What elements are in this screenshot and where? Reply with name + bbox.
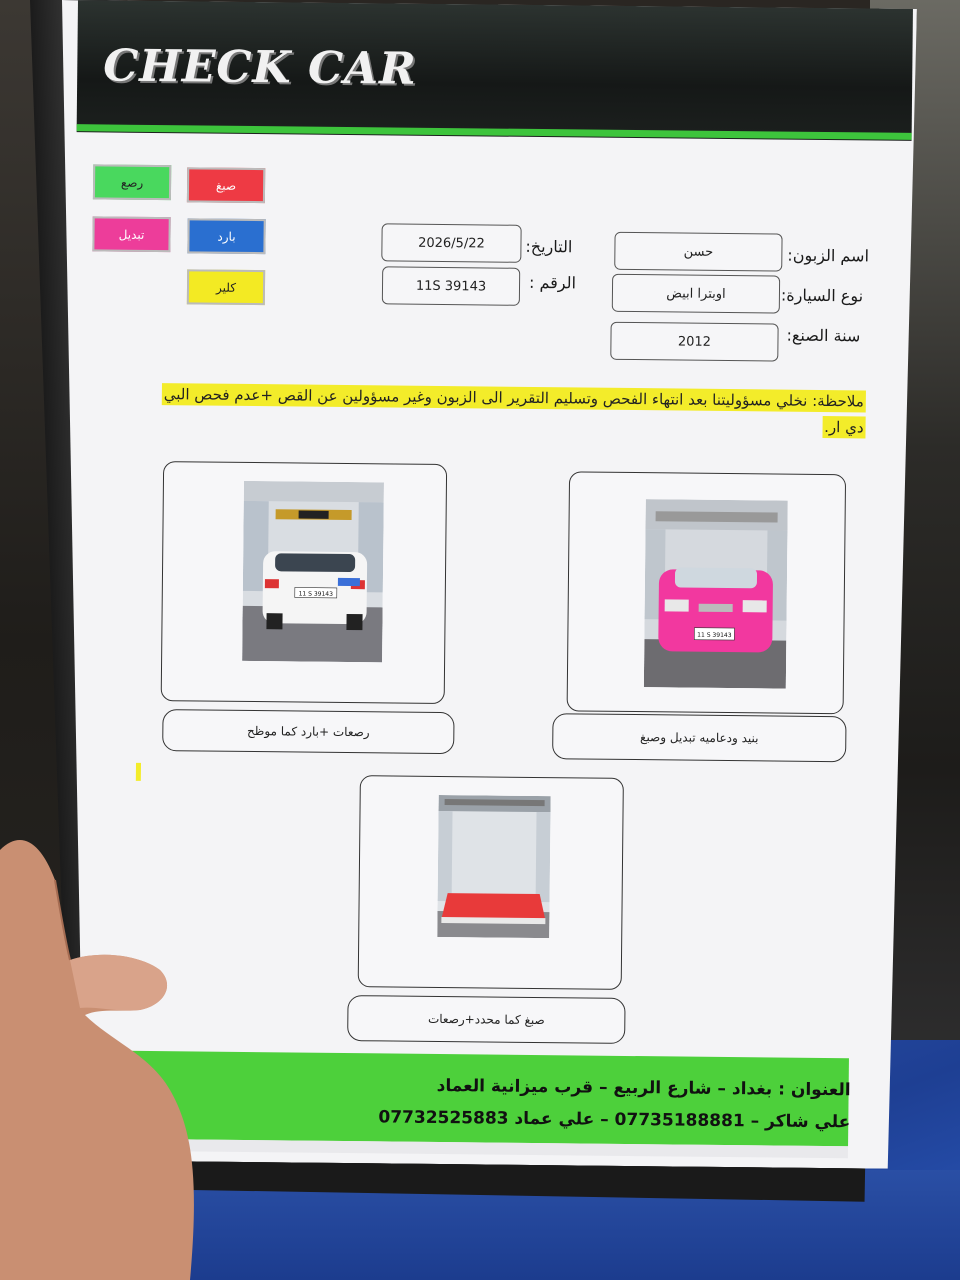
customer-label: اسم الزبون: bbox=[787, 245, 870, 266]
photo-car-front: 11 S 39143 bbox=[644, 499, 788, 688]
date-label: التاريخ: bbox=[525, 236, 573, 257]
caption-roof: صبغ كما محدد+رصعات bbox=[347, 995, 625, 1044]
photo-card-rear: 11 S 39143 bbox=[161, 461, 447, 704]
legend-paint: صبغ bbox=[187, 167, 265, 203]
legend-replace: تبديل bbox=[92, 216, 170, 252]
hand bbox=[0, 840, 194, 1280]
photo-card-roof bbox=[358, 775, 624, 990]
date-field: 2026/5/22 bbox=[381, 223, 521, 262]
highlight-mark bbox=[136, 763, 141, 781]
photo-car-rear: 11 S 39143 bbox=[242, 481, 384, 662]
year-field: 2012 bbox=[610, 322, 778, 362]
note-line-1: ملاحظة: نخلي مسؤوليتنا بعد انتهاء الفحص … bbox=[162, 383, 866, 412]
photo-car-roof bbox=[437, 795, 550, 938]
inspection-report-paper: CHECK CAR رصع صبغ تبديل بارد كلير اسم ال… bbox=[50, 0, 917, 1169]
legend-cold: بارد bbox=[187, 218, 265, 254]
legend-dent: رصع bbox=[93, 164, 171, 200]
legend-clear: كلير bbox=[187, 269, 265, 305]
note-line-2: دي ار. bbox=[822, 416, 866, 438]
car-type-label: نوع السيارة: bbox=[780, 285, 864, 306]
year-label: سنة الصنع: bbox=[786, 325, 861, 346]
front-plate-text: 11 S 39143 bbox=[697, 632, 732, 639]
plate-label: الرقم : bbox=[528, 272, 577, 293]
caption-rear: رصعات +بارد كما موظح bbox=[162, 709, 454, 754]
disclaimer-note: ملاحظة: نخلي مسؤوليتنا بعد انتهاء الفحص … bbox=[135, 381, 866, 441]
caption-front: بنيد ودعاميه تبديل وصبغ bbox=[552, 713, 846, 762]
plate-field: 11S 39143 bbox=[382, 266, 520, 305]
rear-plate-text: 11 S 39143 bbox=[299, 591, 334, 598]
logo-text: CHECK CAR bbox=[103, 40, 417, 95]
customer-field: حسن bbox=[614, 232, 782, 272]
car-type-field: اوبترا ابيض bbox=[612, 274, 780, 314]
photo-card-front: 11 S 39143 bbox=[567, 471, 846, 714]
